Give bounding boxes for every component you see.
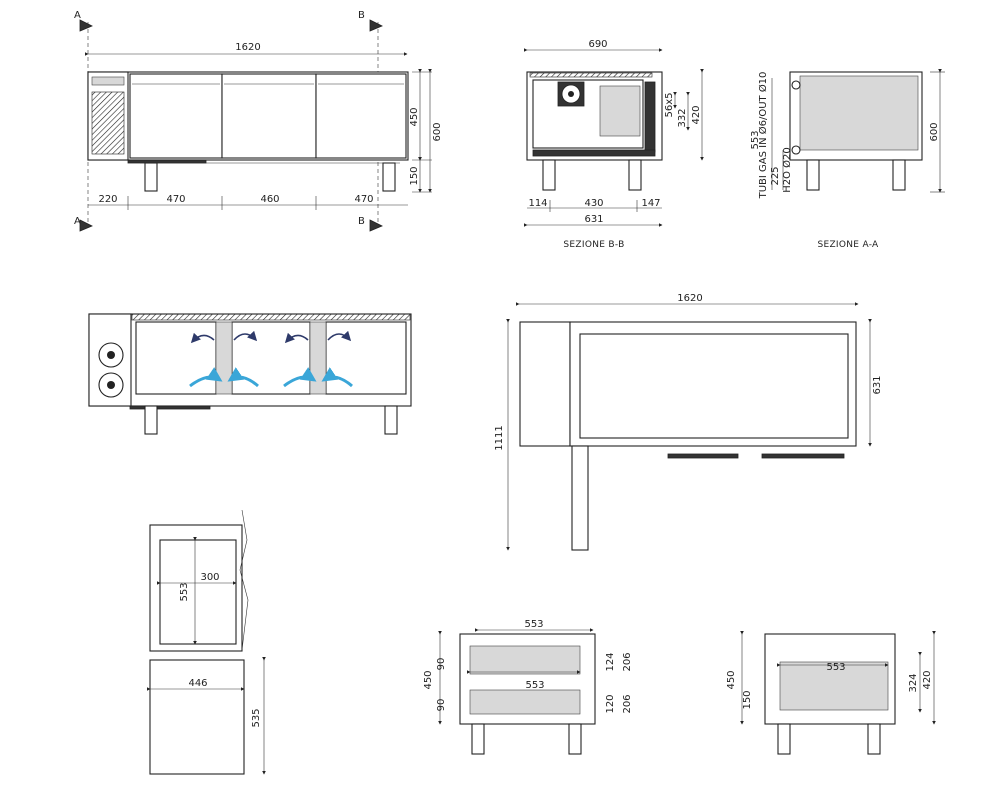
bb-bottom-3: 147 <box>641 198 660 209</box>
bb-right-2: 332 <box>677 108 688 127</box>
aa-left-small: 225 <box>770 166 781 185</box>
drawer-inner: 553 <box>525 680 544 691</box>
basket-height: 450 <box>726 670 737 689</box>
section-aa-view: 600 553 TUBI GAS IN Ø6/OUT Ø10 225 H2O Ø… <box>750 69 945 250</box>
aa-gas-label: TUBI GAS IN Ø6/OUT Ø10 <box>757 72 769 200</box>
section-b-arrow-bottom <box>369 219 383 232</box>
section-b-label-top: B <box>358 10 365 21</box>
aa-right-dim: 600 <box>929 122 940 141</box>
front-seg-1: 470 <box>166 194 185 205</box>
drawer-r1: 124 <box>605 652 616 671</box>
aa-h2o-label: H2O Ø20 <box>781 147 793 193</box>
plan-top-dim: 1620 <box>677 293 702 304</box>
detail-base-w: 446 <box>188 678 207 689</box>
bb-caption: SEZIONE B-B <box>563 240 624 250</box>
section-b-label-bottom: B <box>358 216 365 227</box>
section-a-arrow-bottom <box>79 219 93 232</box>
front-seg-unit: 220 <box>98 194 117 205</box>
detail-inner-w: 300 <box>200 572 219 583</box>
bb-bottom-1: 114 <box>528 198 547 209</box>
bb-right-1: 56x5 <box>664 92 675 117</box>
detail-inner-h: 553 <box>179 582 190 601</box>
plan-view: 1620 631 1111 <box>494 293 883 551</box>
drawer-r2: 206 <box>622 652 633 671</box>
basket-r1: 324 <box>908 673 919 692</box>
drawer-height: 450 <box>423 670 434 689</box>
bb-top-dim: 690 <box>588 39 607 50</box>
front-seg-2: 460 <box>260 194 279 205</box>
front-seg-3: 470 <box>354 194 373 205</box>
front-view: A B A B 1620 450 600 150 <box>74 10 443 232</box>
section-bb-view: 690 56x5 332 420 114 430 147 631 SEZIONE… <box>524 39 704 250</box>
bb-right-3: 420 <box>691 105 702 124</box>
airflow-view <box>88 313 412 435</box>
aa-left-total: 553 <box>750 130 761 149</box>
aa-caption: SEZIONE A-A <box>817 240 879 250</box>
bb-bottom-2: 430 <box>584 198 603 209</box>
basket-small: 150 <box>742 690 753 709</box>
drawer-view: 553 553 450 90 90 124 206 120 206 <box>423 619 633 755</box>
drawer-r4: 206 <box>622 694 633 713</box>
section-a-label-top: A <box>74 10 81 21</box>
front-height-total: 600 <box>432 122 443 141</box>
section-a-arrow-top <box>79 19 93 32</box>
basket-r2: 420 <box>922 670 933 689</box>
door-detail-view: 300 553 446 535 <box>147 509 266 775</box>
basket-view: 553 450 150 324 420 <box>726 631 936 755</box>
plan-left-dim: 1111 <box>494 425 505 450</box>
section-b-arrow-top <box>369 19 383 32</box>
plan-right-dim: 631 <box>872 375 883 394</box>
front-height-legs: 150 <box>409 166 420 185</box>
drawer-d2: 90 <box>436 699 447 712</box>
front-height-body: 450 <box>409 107 420 126</box>
drawer-d1: 90 <box>436 658 447 671</box>
detail-base-h: 535 <box>251 708 262 727</box>
basket-inner: 553 <box>826 662 845 673</box>
front-width-label: 1620 <box>235 42 260 53</box>
drawer-top-dim: 553 <box>524 619 543 630</box>
drawer-r3: 120 <box>605 694 616 713</box>
section-a-label-bottom: A <box>74 216 81 227</box>
bb-bottom-total: 631 <box>584 214 603 225</box>
